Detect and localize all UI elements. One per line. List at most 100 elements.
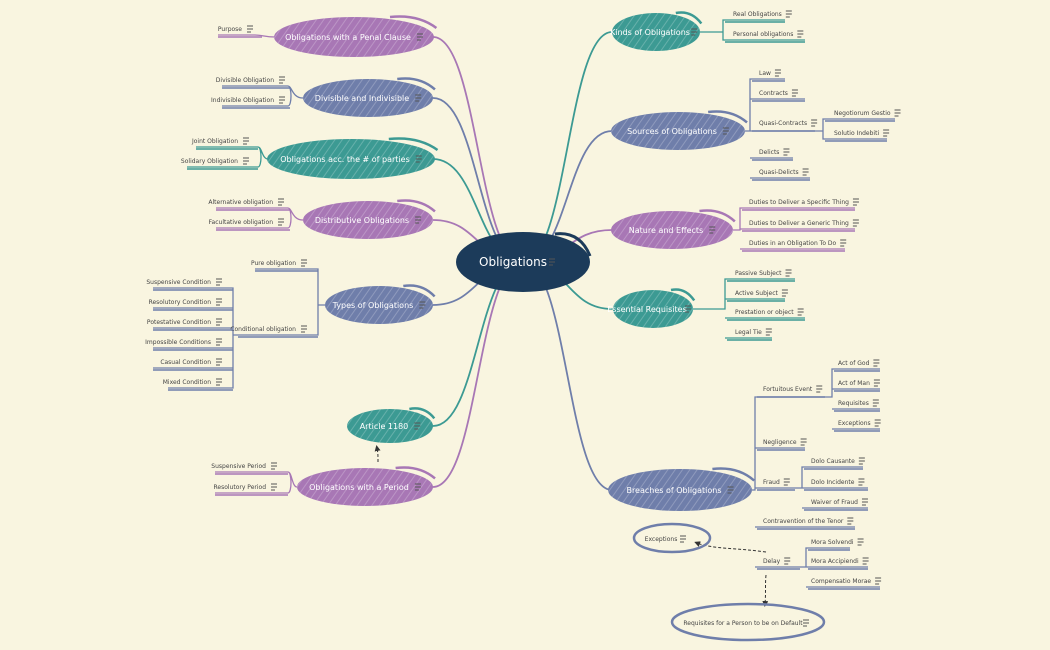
note-icon[interactable] xyxy=(858,457,865,465)
note-icon[interactable] xyxy=(816,385,823,393)
note-icon[interactable] xyxy=(549,258,555,266)
note-icon[interactable] xyxy=(873,359,880,367)
leaf-node-requisites[interactable]: Requisites xyxy=(834,399,880,412)
note-icon[interactable] xyxy=(709,226,716,234)
note-icon[interactable] xyxy=(216,338,222,346)
leaf-node-suspensive_period[interactable]: Suspensive Period xyxy=(211,462,288,475)
note-icon[interactable] xyxy=(216,378,222,386)
topic-node-distributive[interactable]: Distributive Obligations xyxy=(303,199,436,239)
note-icon[interactable] xyxy=(301,259,307,267)
topic-node-nature[interactable]: Nature and Effects xyxy=(611,209,736,249)
note-icon[interactable] xyxy=(783,148,790,156)
topic-node-parties[interactable]: Obligations acc. the # of parties xyxy=(267,137,439,179)
note-icon[interactable] xyxy=(415,94,422,102)
leaf-node-passive[interactable]: Passive Subject xyxy=(727,269,795,282)
leaf-node-casual[interactable]: Casual Condition xyxy=(153,358,233,371)
note-icon[interactable] xyxy=(416,33,423,41)
note-icon[interactable] xyxy=(791,89,798,97)
topic-node-kinds[interactable]: Kinds of Obligations xyxy=(610,11,703,51)
note-icon[interactable] xyxy=(800,438,807,446)
note-icon[interactable] xyxy=(680,535,686,543)
leaf-node-delay[interactable]: Delay xyxy=(757,557,800,570)
leaf-node-purpose[interactable]: Purpose xyxy=(218,25,262,38)
topic-node-divisible[interactable]: Divisible and Indivisible xyxy=(303,77,436,117)
leaf-node-mora_solvendi[interactable]: Mora Solvendi xyxy=(808,538,864,551)
leaf-node-dolo_causante[interactable]: Dolo Causante xyxy=(804,457,865,470)
leaf-node-solidary[interactable]: Solidary Obligation xyxy=(181,157,258,170)
note-icon[interactable] xyxy=(861,498,868,506)
leaf-node-prestation[interactable]: Prestation or object xyxy=(727,308,805,321)
note-icon[interactable] xyxy=(722,127,729,135)
note-icon[interactable] xyxy=(875,577,882,585)
note-icon[interactable] xyxy=(862,557,869,565)
leaf-node-duties_todo[interactable]: Duties in an Obligation To Do xyxy=(742,239,847,252)
note-icon[interactable] xyxy=(883,129,890,137)
note-icon[interactable] xyxy=(301,325,307,333)
note-icon[interactable] xyxy=(811,119,818,127)
note-icon[interactable] xyxy=(785,269,792,277)
leaf-node-law[interactable]: Law xyxy=(752,69,785,82)
note-icon[interactable] xyxy=(278,198,284,206)
note-icon[interactable] xyxy=(785,10,792,18)
note-icon[interactable] xyxy=(279,96,285,104)
leaf-node-quasi_contracts[interactable]: Quasi-Contracts xyxy=(752,119,818,132)
note-icon[interactable] xyxy=(243,137,249,145)
leaf-node-duties_generic[interactable]: Duties to Deliver a Generic Thing xyxy=(742,219,859,232)
leaf-node-conditional[interactable]: Conditional obligation xyxy=(230,325,318,338)
floating-node-requisites-default[interactable]: Requisites for a Person to be on Default xyxy=(670,602,826,642)
note-icon[interactable] xyxy=(852,219,859,227)
note-icon[interactable] xyxy=(803,619,809,627)
topic-node-article[interactable]: Article 1180 xyxy=(347,407,436,443)
note-icon[interactable] xyxy=(872,399,879,407)
leaf-node-legal_tie[interactable]: Legal Tie xyxy=(727,328,772,341)
leaf-node-mixed[interactable]: Mixed Condition xyxy=(163,378,233,391)
note-icon[interactable] xyxy=(271,483,277,491)
leaf-node-facultative[interactable]: Facultative obligation xyxy=(209,218,290,231)
leaf-node-potestative[interactable]: Potestative Condition xyxy=(147,318,233,331)
topic-node-types[interactable]: Types of Obligations xyxy=(325,284,436,324)
note-icon[interactable] xyxy=(857,538,864,546)
leaf-node-act_god[interactable]: Act of God xyxy=(834,359,880,372)
topic-node-sources[interactable]: Sources of Obligations xyxy=(611,110,748,150)
leaf-node-negligence[interactable]: Negligence xyxy=(757,438,807,451)
leaf-node-resolutory_period[interactable]: Resolutory Period xyxy=(213,483,288,496)
note-icon[interactable] xyxy=(414,483,421,491)
leaf-node-personal[interactable]: Personal obligations xyxy=(725,30,805,43)
note-icon[interactable] xyxy=(858,478,865,486)
leaf-node-fraud[interactable]: Fraud xyxy=(757,478,795,491)
note-icon[interactable] xyxy=(894,109,901,117)
note-icon[interactable] xyxy=(243,157,249,165)
topic-node-essential[interactable]: Essential Requisites xyxy=(607,288,696,328)
leaf-node-negotiorum[interactable]: Negotiorum Gestio xyxy=(825,109,901,122)
leaf-node-fortuitous[interactable]: Fortuitous Event xyxy=(757,385,825,398)
leaf-node-joint[interactable]: Joint Obligation xyxy=(191,137,258,150)
note-icon[interactable] xyxy=(727,486,734,494)
note-icon[interactable] xyxy=(216,278,222,286)
note-icon[interactable] xyxy=(279,76,285,84)
leaf-node-real[interactable]: Real Obligations xyxy=(725,10,792,23)
topic-node-penal[interactable]: Obligations with a Penal Clause xyxy=(274,15,438,57)
note-icon[interactable] xyxy=(414,422,421,430)
leaf-node-resolutory_cond[interactable]: Resolutory Condition xyxy=(149,298,233,311)
leaf-node-exceptions_sub[interactable]: Exceptions xyxy=(834,419,881,432)
note-icon[interactable] xyxy=(247,25,253,33)
root-node[interactable]: Obligations xyxy=(456,232,592,292)
topic-node-breaches[interactable]: Breaches of Obligations xyxy=(608,467,755,511)
note-icon[interactable] xyxy=(802,168,809,176)
floating-node-exceptions[interactable]: Exceptions xyxy=(632,522,712,554)
topic-node-period[interactable]: Obligations with a Period xyxy=(297,466,436,506)
leaf-node-delicts[interactable]: Delicts xyxy=(752,148,793,161)
leaf-node-waiver[interactable]: Waiver of Fraud xyxy=(804,498,868,511)
note-icon[interactable] xyxy=(847,517,854,525)
leaf-node-suspensive_cond[interactable]: Suspensive Condition xyxy=(146,278,233,291)
leaf-node-pure[interactable]: Pure obligation xyxy=(251,259,318,272)
leaf-node-quasi_delicts[interactable]: Quasi-Delicts xyxy=(752,168,810,181)
leaf-node-impossible[interactable]: Impossible Conditions xyxy=(145,338,233,351)
note-icon[interactable] xyxy=(873,379,880,387)
note-icon[interactable] xyxy=(278,218,284,226)
note-icon[interactable] xyxy=(685,305,691,313)
note-icon[interactable] xyxy=(852,198,859,206)
note-icon[interactable] xyxy=(415,155,422,163)
leaf-node-compensatio[interactable]: Compensatio Morae xyxy=(808,577,882,590)
note-icon[interactable] xyxy=(783,478,790,486)
